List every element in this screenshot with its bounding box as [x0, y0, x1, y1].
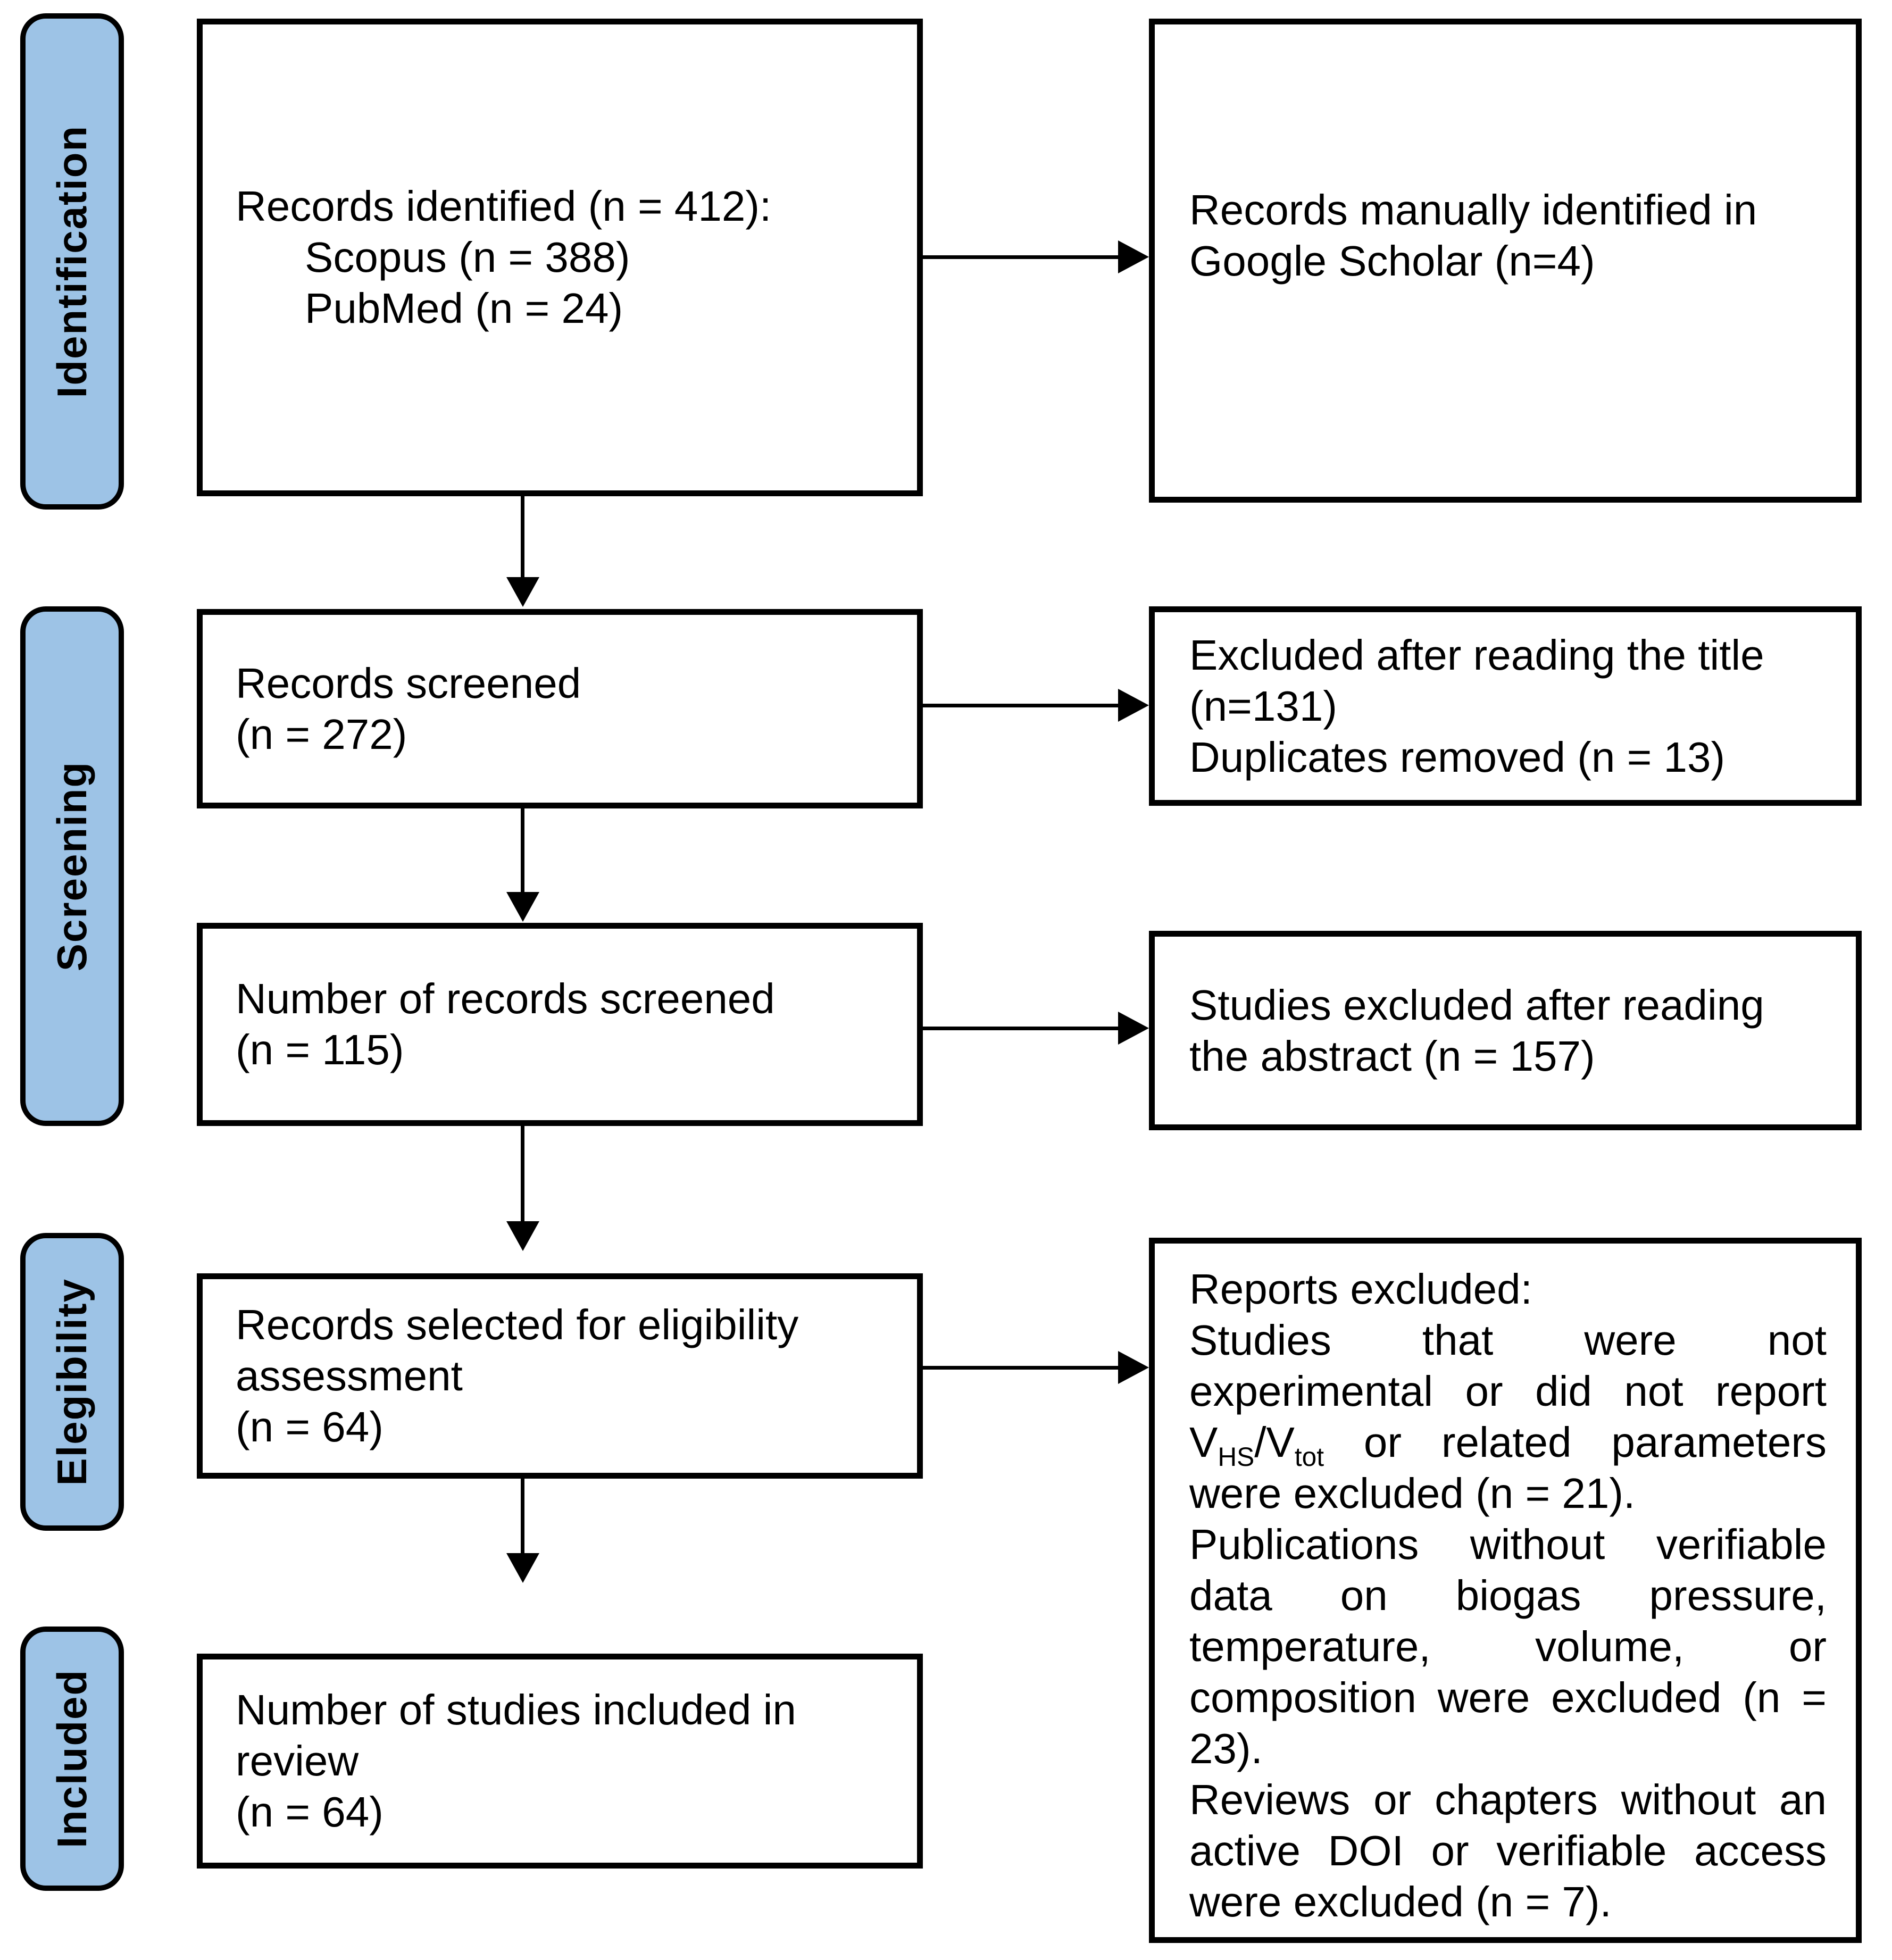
reports-p1-text-b: /V — [1254, 1419, 1295, 1466]
reports-p1-text-c: or related parameters were excluded (n =… — [1189, 1419, 1827, 1517]
excluded-abstract-line1: Studies excluded after reading — [1189, 981, 1764, 1029]
arrow-down-4-line — [521, 1479, 524, 1553]
box-excluded-abstract: Studies excluded after reading the abstr… — [1149, 931, 1862, 1130]
records-screened-count-line2: (n = 115) — [236, 1026, 404, 1073]
stage-label-identification: Identification — [20, 13, 124, 510]
stage-label-included: Included — [20, 1627, 124, 1891]
stage-label-elegibility-text: Elegibility — [48, 1278, 95, 1486]
arrow-right-1-line — [923, 255, 1118, 259]
reports-excluded-paragraph-2: Publications without verifiable data on … — [1189, 1521, 1827, 1772]
arrow-right-3-line — [923, 1027, 1118, 1030]
reports-excluded-paragraph-1: Studies that were not experimental or di… — [1189, 1315, 1827, 1519]
stage-label-included-text: Included — [48, 1669, 95, 1848]
excluded-title-line2: (n=131) — [1189, 682, 1337, 730]
records-identified-line3: PubMed (n = 24) — [305, 285, 623, 332]
arrow-down-3-line — [521, 1126, 524, 1221]
arrow-right-4-line — [923, 1366, 1118, 1370]
eligibility-line3: (n = 64) — [236, 1403, 384, 1450]
arrow-right-3-head — [1118, 1012, 1149, 1045]
manual-line2: Google Scholar (n=4) — [1189, 237, 1595, 285]
box-excluded-title: Excluded after reading the title (n=131)… — [1149, 606, 1862, 806]
stage-label-identification-text: Identification — [48, 124, 95, 398]
arrow-right-2-head — [1118, 689, 1149, 722]
reports-excluded-paragraph-3: Reviews or chapters without an active DO… — [1189, 1776, 1827, 1925]
studies-included-line3: (n = 64) — [236, 1788, 384, 1836]
box-reports-excluded: Reports excluded: Studies that were not … — [1149, 1238, 1862, 1943]
arrow-down-2-head — [506, 892, 539, 922]
arrow-right-1-head — [1118, 240, 1149, 273]
records-screened-count-line1: Number of records screened — [236, 975, 775, 1022]
records-identified-line2: Scopus (n = 388) — [305, 233, 630, 281]
records-identified-line1: Records identified (n = 412): — [236, 182, 772, 230]
stage-label-screening: Screening — [20, 606, 124, 1126]
box-records-screened-count: Number of records screened (n = 115) — [197, 923, 923, 1126]
reports-p1-subscript-tot: tot — [1294, 1442, 1324, 1472]
excluded-abstract-line2: the abstract (n = 157) — [1189, 1032, 1595, 1080]
box-studies-included: Number of studies included in review (n … — [197, 1654, 923, 1869]
arrow-down-1-head — [506, 577, 539, 607]
stage-label-elegibility: Elegibility — [20, 1233, 124, 1531]
reports-excluded-heading: Reports excluded: — [1189, 1265, 1532, 1313]
records-screened-line2: (n = 272) — [236, 710, 407, 758]
box-records-screened: Records screened (n = 272) — [197, 609, 923, 808]
arrow-down-3-head — [506, 1221, 539, 1251]
box-records-identified: Records identified (n = 412): Scopus (n … — [197, 19, 923, 496]
eligibility-line1: Records selected for eligibility — [236, 1301, 799, 1348]
arrow-right-2-line — [923, 704, 1118, 707]
stage-label-screening-text: Screening — [48, 761, 95, 972]
excluded-title-line1: Excluded after reading the title — [1189, 631, 1764, 679]
arrow-down-1-line — [521, 496, 524, 577]
arrow-down-4-head — [506, 1553, 539, 1583]
excluded-title-line3: Duplicates removed (n = 13) — [1189, 733, 1726, 781]
manual-line1: Records manually identified in — [1189, 186, 1757, 233]
eligibility-line2: assessment — [236, 1352, 463, 1399]
arrow-right-4-head — [1118, 1351, 1149, 1384]
box-manual-google-scholar: Records manually identified in Google Sc… — [1149, 19, 1862, 503]
reports-p1-subscript-hs: HS — [1218, 1442, 1255, 1472]
box-eligibility-assessment: Records selected for eligibility assessm… — [197, 1273, 923, 1479]
records-screened-line1: Records screened — [236, 659, 581, 707]
studies-included-line1: Number of studies included in — [236, 1686, 796, 1733]
studies-included-line2: review — [236, 1737, 359, 1784]
arrow-down-2-line — [521, 808, 524, 892]
reports-p1-text-a: Studies that were not experimental or di… — [1189, 1316, 1827, 1466]
